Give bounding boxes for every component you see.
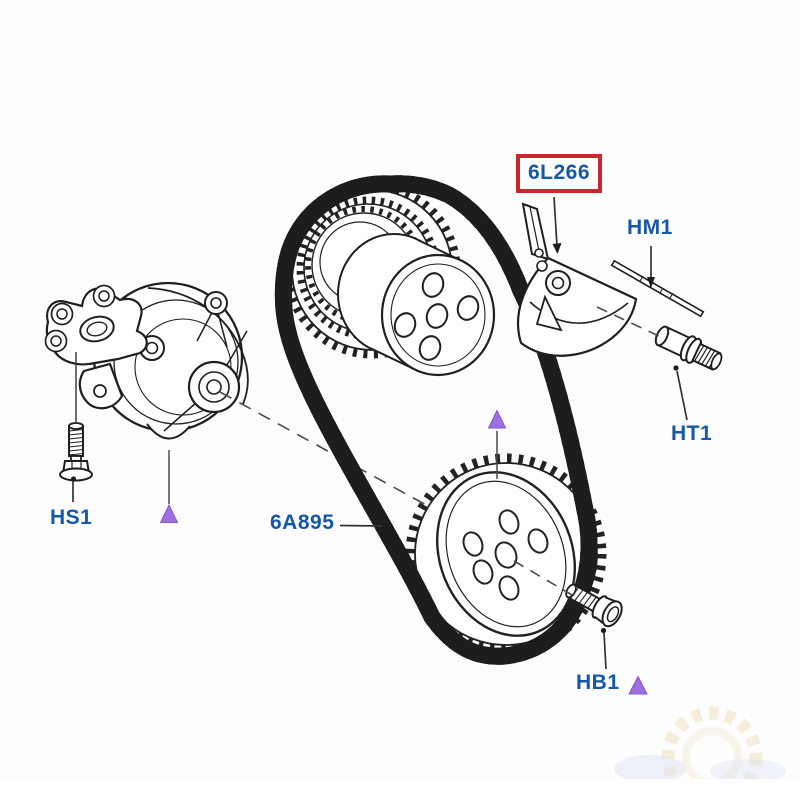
crank-sprocket-face-ring	[445, 480, 567, 628]
pump-lug	[204, 291, 228, 315]
pump-lower-lug	[78, 362, 124, 410]
flange-center-hole	[79, 315, 115, 343]
flange-ear-hole	[56, 308, 68, 320]
tensioner-pivot	[545, 270, 571, 296]
ht1-bolt	[654, 325, 723, 371]
hub-hole	[393, 312, 417, 338]
leader-6l266	[553, 196, 558, 247]
leader-dot	[600, 627, 607, 634]
callout-markers	[159, 409, 648, 695]
watermark-blue-shape	[614, 755, 686, 783]
leader-dot	[70, 476, 77, 482]
timing-chain	[283, 184, 589, 656]
part-label-hb1: HB1	[576, 671, 620, 694]
hs1-bolt	[59, 422, 93, 482]
crankshaft-sprocket	[405, 453, 607, 655]
rod-body	[610, 259, 705, 318]
tensioner-pivot-hole	[551, 276, 565, 290]
tensioner-rivet	[536, 260, 548, 272]
pump-body-ring	[113, 299, 239, 425]
leader-dot	[673, 365, 679, 371]
crank-sprocket-teeth	[405, 453, 607, 655]
leader-dot	[382, 523, 389, 529]
part-label-6a895: 6A895	[270, 511, 335, 534]
arrowhead	[647, 277, 655, 288]
pump-lug-hole	[210, 297, 222, 309]
triangle-marker	[487, 409, 507, 429]
flange-ear	[44, 329, 68, 353]
pump-hub-ring	[198, 371, 230, 403]
pump-lower-lug-hole	[93, 384, 107, 398]
chain-tensioner	[516, 202, 638, 357]
sprocket-hole	[498, 575, 520, 601]
leader-lines	[70, 196, 688, 670]
hub-front-ring	[390, 263, 486, 367]
flange-center-hole-inner	[86, 321, 108, 337]
hb1-bolt	[565, 583, 623, 628]
flange-ear	[50, 302, 74, 326]
triangle-marker	[628, 675, 648, 695]
bolt-flange	[59, 467, 93, 482]
oil-pump	[44, 281, 249, 440]
sprocket-hole	[462, 531, 484, 557]
sprocket-hole	[527, 528, 549, 554]
part-label-hm1: HM1	[627, 216, 673, 239]
leader-hb1	[603, 632, 607, 670]
triangle-marker	[159, 503, 179, 523]
bolt-threads	[68, 428, 84, 456]
bolt-threads	[569, 586, 597, 609]
part-label-6l266-highlight-box: 6L266	[516, 154, 603, 193]
watermark-blue-shape	[710, 759, 786, 783]
arrowhead	[552, 243, 562, 254]
hm1-guide-rod	[610, 259, 705, 318]
crank-center-hole	[494, 541, 518, 569]
part-label-6l266: 6L266	[528, 161, 591, 184]
leader-ht1	[676, 370, 688, 421]
bolt-threads	[693, 345, 719, 369]
watermark-bottom-band	[0, 779, 800, 800]
flange-ear-hole	[98, 290, 110, 302]
hub-hole	[456, 295, 480, 321]
tensioner-slot	[535, 294, 563, 332]
pump-ridge	[147, 287, 249, 405]
pump-bottom-tip	[146, 423, 191, 440]
camshaft-hub	[337, 233, 496, 377]
sprocket-hole	[472, 559, 494, 585]
part-label-ht1: HT1	[671, 422, 713, 445]
hub-hole	[425, 303, 449, 329]
pump-webs	[163, 304, 248, 432]
hub-hole	[418, 335, 442, 361]
pump-shaft	[206, 379, 222, 395]
part-label-hs1: HS1	[50, 506, 93, 529]
bolt-head-inner	[606, 606, 620, 623]
bolt-end	[654, 325, 670, 347]
sprocket-hole	[498, 509, 520, 535]
hub-hole	[421, 272, 445, 298]
tensioner-rivet	[534, 248, 544, 258]
axis-dashed-line	[596, 306, 662, 338]
watermark-gear-logo	[0, 706, 800, 800]
bolt-tip	[710, 352, 723, 371]
flange-ear	[92, 284, 116, 308]
leader-6a895	[339, 524, 384, 527]
flange-ear-hole	[50, 335, 62, 347]
tensioner-blade-line	[529, 206, 541, 257]
